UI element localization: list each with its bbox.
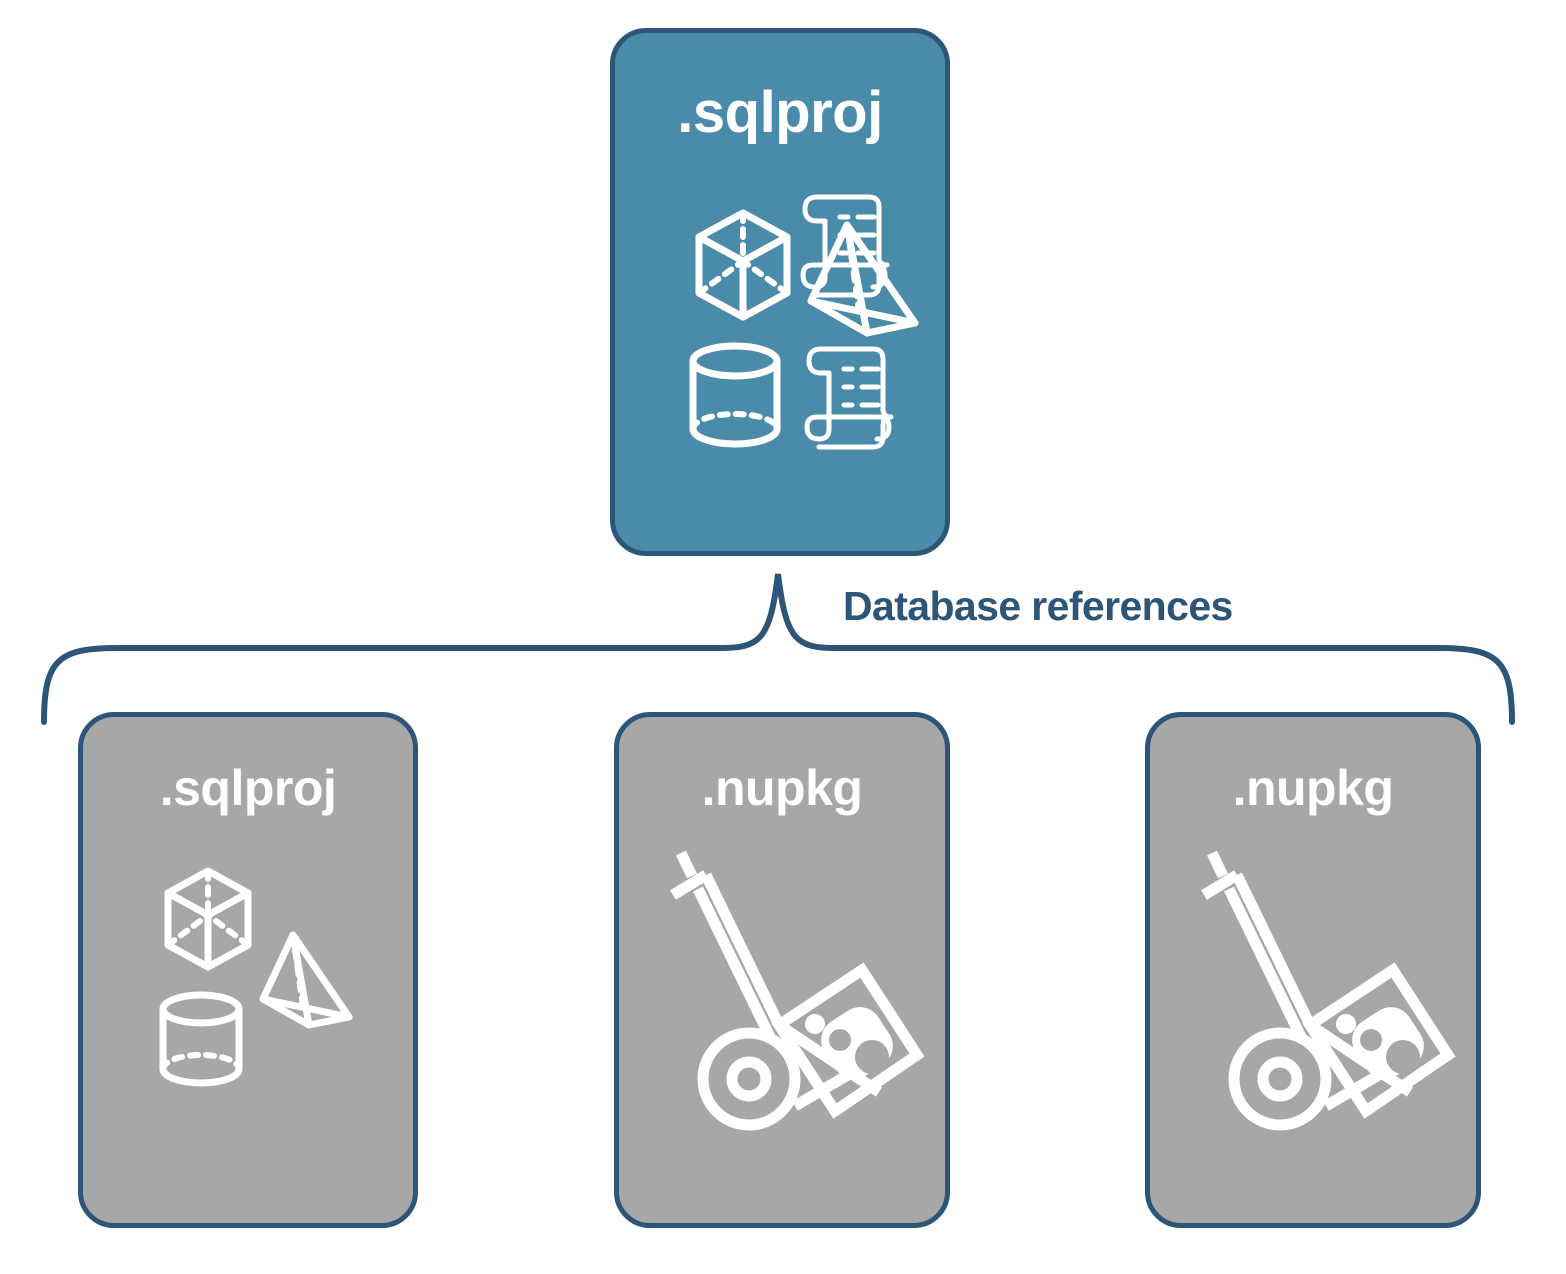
cube-icon-hidden-edges	[696, 210, 790, 296]
cube-icon-hidden-edges	[165, 868, 251, 948]
node-reference-title: .nupkg	[1232, 760, 1394, 816]
node-reference-artwork	[1150, 849, 1476, 1179]
nuget-glyph-holes	[1360, 1029, 1420, 1074]
node-root-sqlproj[interactable]: .sqlproj	[610, 28, 950, 556]
node-reference-artwork	[83, 857, 413, 1117]
pyramid-icon	[259, 931, 353, 1029]
cylinder-icon	[689, 342, 781, 448]
script-scroll-icon	[804, 346, 894, 450]
database-references-label: Database references	[843, 583, 1233, 629]
pyramid-icon-hidden-edges	[260, 932, 352, 1020]
node-reference-title: .nupkg	[701, 760, 863, 816]
cylinder-icon-hidden-edge	[690, 411, 780, 432]
nuget-glyph-holes	[829, 1029, 889, 1074]
hand-truck-package-icon	[1201, 850, 1456, 1131]
cylinder-icon-hidden-edge	[160, 1052, 242, 1072]
node-reference-artwork	[619, 849, 945, 1179]
script-scroll-icon	[800, 194, 890, 298]
node-reference-sqlproj[interactable]: .sqlproj	[78, 712, 418, 1228]
node-root-title: .sqlproj	[677, 80, 883, 145]
node-root-artwork	[615, 183, 945, 463]
hand-truck-package-icon	[670, 850, 925, 1131]
cylinder-icon	[159, 991, 243, 1087]
node-reference-nupkg-2[interactable]: .nupkg	[1145, 712, 1481, 1228]
node-reference-title: .sqlproj	[159, 760, 337, 816]
node-reference-nupkg-1[interactable]: .nupkg	[614, 712, 950, 1228]
